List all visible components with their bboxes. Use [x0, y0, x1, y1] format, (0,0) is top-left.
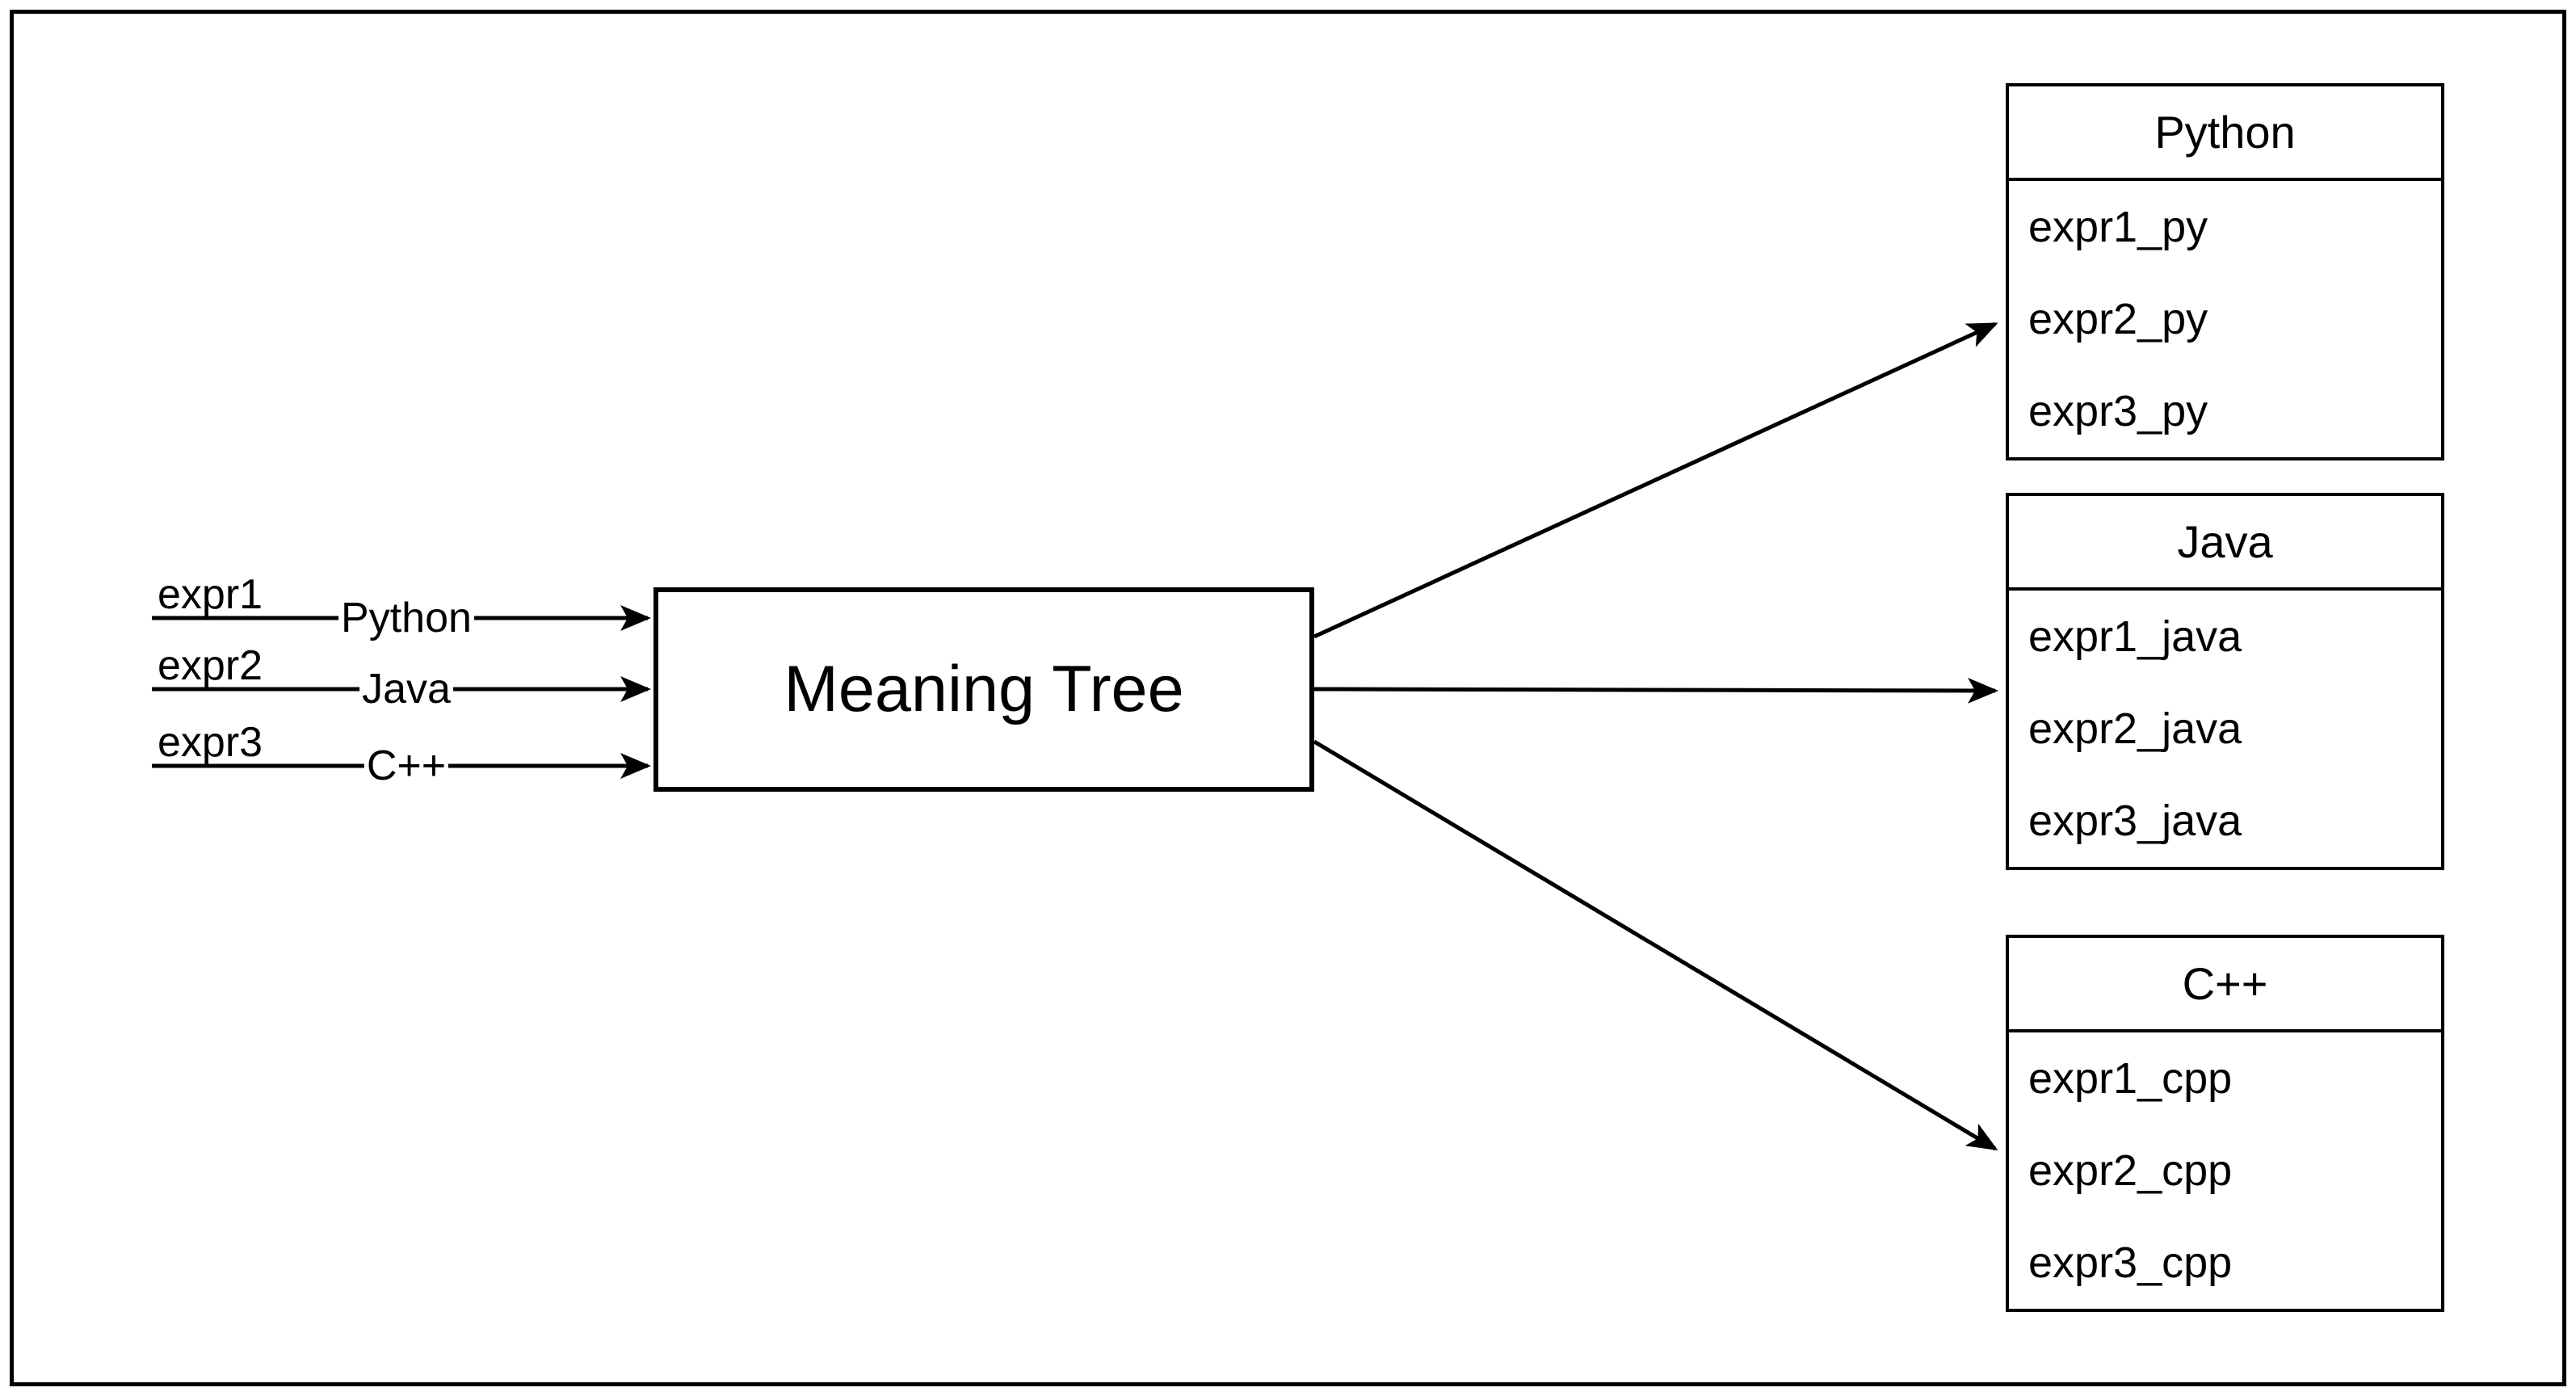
output-box-java-header: Java — [2009, 496, 2441, 591]
output-row-expr3-cpp: expr3_cpp — [2028, 1238, 2233, 1287]
output-row-expr3-java: expr3_java — [2028, 797, 2242, 845]
meaning-tree-box: Meaning Tree — [653, 587, 1314, 792]
input-lang-cpp-label: C++ — [363, 745, 449, 787]
output-box-cpp-header: C++ — [2009, 938, 2441, 1032]
output-box-cpp: C++ expr1_cpp expr2_cpp expr3_cpp — [2006, 935, 2444, 1312]
input-expr1-label: expr1 — [158, 571, 263, 618]
output-row-expr2-java: expr2_java — [2028, 704, 2242, 753]
output-box-java: Java expr1_java expr2_java expr3_java — [2006, 493, 2444, 870]
output-box-python: Python expr1_py expr2_py expr3_py — [2006, 83, 2444, 460]
output-row-expr1-cpp: expr1_cpp — [2028, 1054, 2233, 1103]
output-row-expr2-py: expr2_py — [2028, 295, 2208, 343]
output-row-expr3-py: expr3_py — [2028, 387, 2208, 435]
output-box-java-rows: expr1_java expr2_java expr3_java — [2009, 591, 2441, 867]
arrow-to-java — [1313, 677, 1998, 704]
output-box-cpp-rows: expr1_cpp expr2_cpp expr3_cpp — [2009, 1032, 2441, 1309]
input-expr2-label: expr2 — [158, 642, 263, 689]
input-expr3-label: expr3 — [158, 719, 263, 766]
output-row-expr1-java: expr1_java — [2028, 612, 2242, 661]
output-box-python-header: Python — [2009, 86, 2441, 181]
meaning-tree-label: Meaning Tree — [784, 653, 1184, 725]
arrow-to-cpp — [1313, 739, 1998, 1151]
output-row-expr2-cpp: expr2_cpp — [2028, 1146, 2233, 1195]
input-lang-python-label: Python — [338, 597, 474, 639]
output-row-expr1-py: expr1_py — [2028, 203, 2208, 251]
arrow-to-python — [1313, 322, 1998, 639]
input-lang-java-label: Java — [359, 668, 453, 710]
output-box-python-rows: expr1_py expr2_py expr3_py — [2009, 181, 2441, 457]
